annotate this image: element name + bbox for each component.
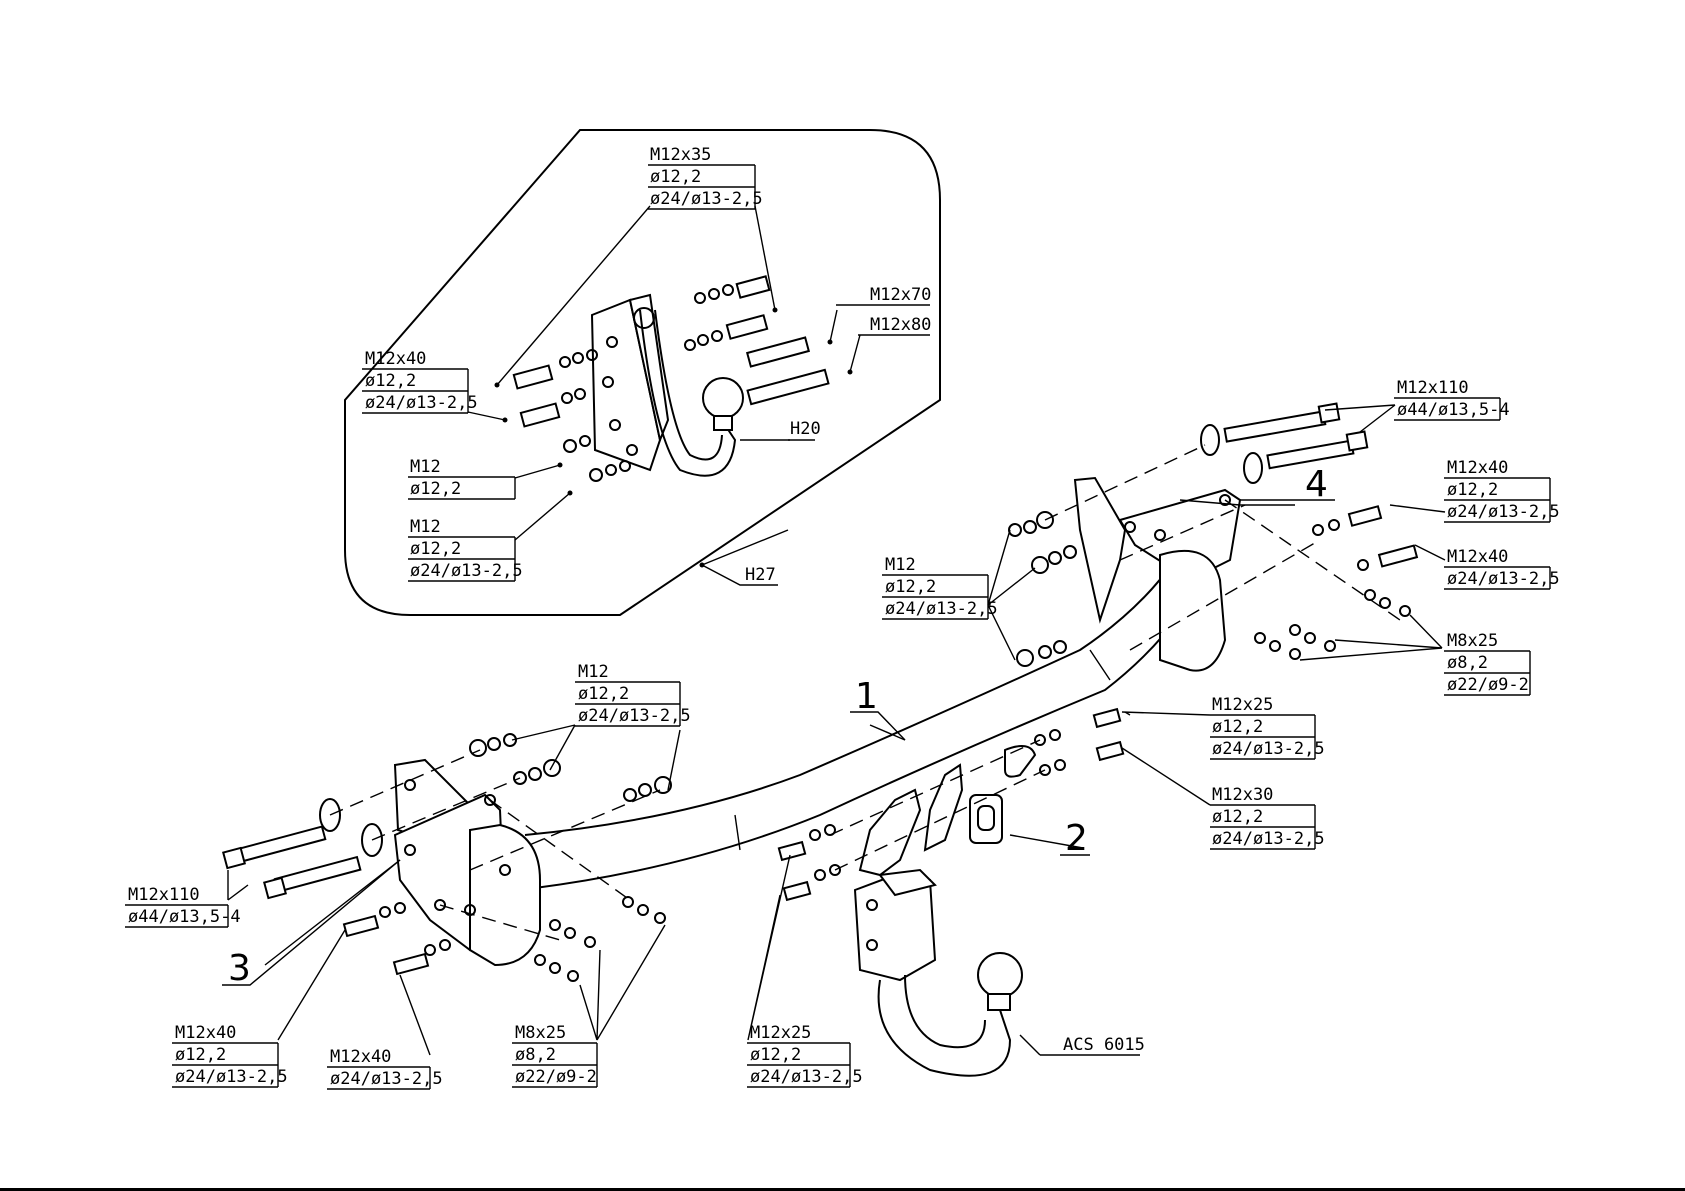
label-left-bolt-b: M12x40 ø24/ø13-2,5 <box>327 1047 443 1090</box>
svg-text:ø24/ø13-2,5: ø24/ø13-2,5 <box>578 706 691 726</box>
svg-text:ø24/ø13-2,5: ø24/ø13-2,5 <box>1447 502 1560 522</box>
part-number-4: 4 <box>1305 464 1328 505</box>
svg-text:ø12,2: ø12,2 <box>365 371 416 391</box>
label-center-bolt-b: M12x30 ø12,2 ø24/ø13-2,5 <box>1210 785 1325 850</box>
label-inset-nut-a: M12 ø12,2 <box>408 457 516 500</box>
part-number-1: 1 <box>855 676 878 717</box>
svg-text:ø12,2: ø12,2 <box>175 1045 226 1065</box>
svg-text:M12x110: M12x110 <box>1397 378 1469 398</box>
svg-text:M8x25: M8x25 <box>1447 631 1498 651</box>
svg-text:ø12,2: ø12,2 <box>410 479 461 499</box>
inset-bracket-side <box>628 293 670 444</box>
label-inset-top-bolt: M12x35 ø12,2 ø24/ø13-2,5 <box>648 145 763 210</box>
svg-text:ø24/ø13-2,5: ø24/ø13-2,5 <box>1212 739 1325 759</box>
label-inset-left-bolt: M12x40 ø12,2 ø24/ø13-2,5 <box>362 349 478 414</box>
svg-text:ø24/ø13-2,5: ø24/ø13-2,5 <box>750 1067 863 1087</box>
svg-text:ø12,2: ø12,2 <box>885 577 936 597</box>
label-right-nuts: M12 ø12,2 ø24/ø13-2,5 <box>882 555 998 620</box>
label-inset-bolt-80: M12x80 <box>858 315 931 336</box>
svg-text:ø12,2: ø12,2 <box>1447 480 1498 500</box>
inset-outline <box>344 129 941 616</box>
svg-text:ø24/ø13-2,5: ø24/ø13-2,5 <box>650 189 763 209</box>
label-right-bolt-b: M12x40 ø24/ø13-2,5 <box>1444 547 1560 590</box>
main-assembly: 1 2 3 4 M12x110 ø44/ø13,5-4 M12x40 ø12,2… <box>125 378 1560 1090</box>
svg-text:ø8,2: ø8,2 <box>1447 653 1488 673</box>
svg-text:ø12,2: ø12,2 <box>578 684 629 704</box>
label-right-long-bolt: M12x110 ø44/ø13,5-4 <box>1394 378 1510 421</box>
page-border-bottom <box>0 1188 1685 1191</box>
svg-text:M12x40: M12x40 <box>1447 458 1508 478</box>
svg-text:ø24/ø13-2,5: ø24/ø13-2,5 <box>330 1069 443 1089</box>
svg-text:ø24/ø13-2,5: ø24/ø13-2,5 <box>175 1067 288 1087</box>
electrical-socket <box>969 794 1003 844</box>
svg-text:ø22/ø9-2: ø22/ø9-2 <box>1447 675 1529 695</box>
svg-text:H20: H20 <box>790 419 821 439</box>
crossbar-tube <box>524 559 1176 836</box>
svg-text:M12x40: M12x40 <box>1447 547 1508 567</box>
svg-text:M12x40: M12x40 <box>365 349 426 369</box>
svg-text:M12x30: M12x30 <box>1212 785 1273 805</box>
svg-text:M12x110: M12x110 <box>128 885 200 905</box>
label-left-nuts: M12 ø12,2 ø24/ø13-2,5 <box>575 662 691 727</box>
label-inset-nut-b: M12 ø12,2 ø24/ø13-2,5 <box>408 517 523 582</box>
svg-text:ø12,2: ø12,2 <box>650 167 701 187</box>
label-tow-ball: ACS 6015 <box>1040 1035 1145 1056</box>
inset-detail: M12x35 ø12,2 ø24/ø13-2,5 M12x40 ø12,2 ø2… <box>344 129 941 616</box>
svg-text:H27: H27 <box>745 565 776 585</box>
right-long-bolts <box>1200 402 1369 484</box>
svg-text:ø24/ø13-2,5: ø24/ø13-2,5 <box>365 393 478 413</box>
svg-text:ø24/ø13-2,5: ø24/ø13-2,5 <box>885 599 998 619</box>
svg-text:ACS 6015: ACS 6015 <box>1063 1035 1145 1055</box>
part-number-2: 2 <box>1065 818 1088 859</box>
label-left-small-bolt: M8x25 ø8,2 ø22/ø9-2 <box>512 1023 598 1088</box>
svg-text:M12x70: M12x70 <box>870 285 931 305</box>
svg-text:ø24/ø13-2,5: ø24/ø13-2,5 <box>1447 569 1560 589</box>
svg-text:M12: M12 <box>410 457 441 477</box>
label-inset-bracket: H27 <box>701 564 778 586</box>
leader-lines <box>227 404 1446 1056</box>
svg-text:ø12,2: ø12,2 <box>750 1045 801 1065</box>
svg-text:ø8,2: ø8,2 <box>515 1045 556 1065</box>
svg-text:ø22/ø9-2: ø22/ø9-2 <box>515 1067 597 1087</box>
label-left-bolt-a: M12x40 ø12,2 ø24/ø13-2,5 <box>172 1023 288 1088</box>
svg-text:M12x40: M12x40 <box>330 1047 391 1067</box>
label-right-small-bolt: M8x25 ø8,2 ø22/ø9-2 <box>1444 631 1531 696</box>
svg-text:ø24/ø13-2,5: ø24/ø13-2,5 <box>410 561 523 581</box>
inset-bolts <box>512 275 830 482</box>
svg-text:ø12,2: ø12,2 <box>410 539 461 559</box>
right-bracket-plate <box>1073 476 1127 624</box>
right-tube-end <box>1159 549 1227 672</box>
svg-text:M12x25: M12x25 <box>750 1023 811 1043</box>
svg-text:ø44/ø13,5-4: ø44/ø13,5-4 <box>128 907 241 927</box>
svg-text:ø24/ø13-2,5: ø24/ø13-2,5 <box>1212 829 1325 849</box>
label-inset-bolt-70: M12x70 <box>836 285 931 306</box>
svg-text:ø12,2: ø12,2 <box>1212 717 1263 737</box>
inset-hook-arm <box>639 309 737 477</box>
label-lower-bolt: M12x25 ø12,2 ø24/ø13-2,5 <box>747 1023 863 1088</box>
svg-text:M8x25: M8x25 <box>515 1023 566 1043</box>
svg-text:ø12,2: ø12,2 <box>1212 807 1263 827</box>
svg-text:M12: M12 <box>578 662 609 682</box>
ball-neck <box>877 974 1012 1077</box>
label-right-bolt-a: M12x40 ø12,2 ø24/ø13-2,5 <box>1444 458 1560 523</box>
tow-ball <box>977 952 1023 998</box>
right-side-plate <box>1118 488 1242 582</box>
svg-text:M12x80: M12x80 <box>870 315 931 335</box>
inset-ball <box>702 377 744 419</box>
svg-text:M12x40: M12x40 <box>175 1023 236 1043</box>
part-number-3: 3 <box>228 948 251 989</box>
center-bracket <box>858 788 922 877</box>
label-center-bolt-a: M12x25 ø12,2 ø24/ø13-2,5 <box>1210 695 1325 760</box>
left-tube-end <box>469 823 541 967</box>
left-long-bolts <box>222 798 383 900</box>
label-inset-ball: H20 <box>788 419 821 441</box>
svg-text:M12: M12 <box>410 517 441 537</box>
inset-bracket-plate <box>590 298 662 472</box>
label-left-long-bolt: M12x110 ø44/ø13,5-4 <box>125 885 241 928</box>
svg-text:M12: M12 <box>885 555 916 575</box>
svg-text:ø44/ø13,5-4: ø44/ø13,5-4 <box>1397 400 1510 420</box>
svg-text:M12x35: M12x35 <box>650 145 711 165</box>
svg-text:M12x25: M12x25 <box>1212 695 1273 715</box>
